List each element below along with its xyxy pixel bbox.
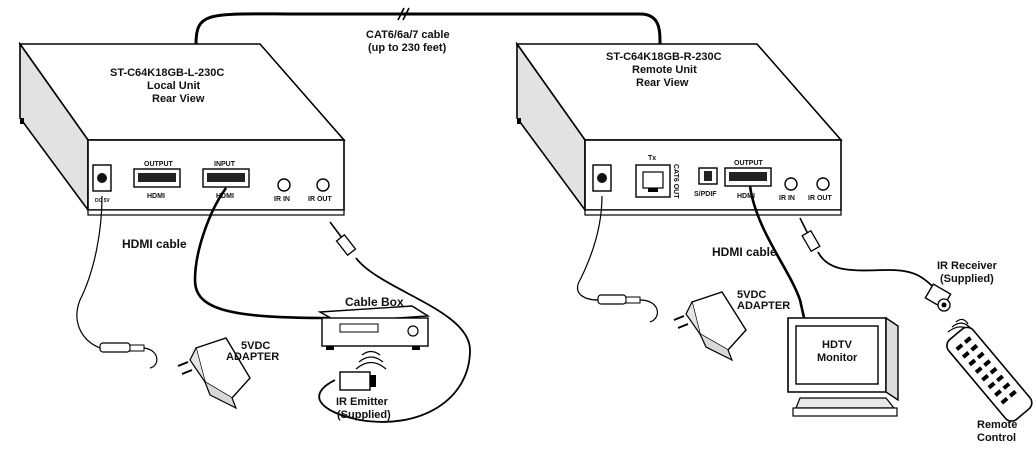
remote-power-cable	[577, 195, 603, 301]
hdtv-monitor-icon	[787, 316, 899, 417]
local-input-top: INPUT	[214, 161, 236, 168]
local-ir-out-label: IR OUT	[308, 196, 332, 203]
remote-ir-out-port-icon	[816, 177, 830, 191]
remote-unit	[515, 41, 843, 216]
local-power-adapter-icon	[177, 337, 251, 410]
remote-tx-label: Tx	[648, 155, 656, 162]
remote-control-icon	[946, 326, 1033, 422]
remote-model: ST-C64K18GB-R-230C	[606, 51, 722, 63]
local-hdmi-input-port-icon	[202, 168, 250, 188]
ir-emitter-icon	[339, 371, 376, 391]
cable-box-icon	[317, 305, 431, 350]
ir-emitter-line1: IR Emitter	[336, 396, 389, 408]
local-output-top: OUTPUT	[144, 161, 174, 168]
cable-break-icon	[397, 7, 410, 21]
local-name: Local Unit	[147, 80, 201, 92]
local-dc-label: DC 5V	[95, 198, 110, 204]
ir-receiver-line2: (Supplied)	[940, 273, 994, 285]
remote-hdmi-output-port-icon	[724, 167, 772, 187]
remote-control-line1: Remote	[977, 419, 1017, 431]
remote-hdmi-cable	[748, 185, 807, 323]
remote-power-adapter-icon	[673, 291, 747, 362]
local-input-bottom: HDMI	[216, 193, 234, 200]
local-unit	[18, 41, 346, 216]
cable-label-line1: CAT6/6a/7 cable	[366, 29, 450, 41]
local-adapter-line2: ADAPTER	[226, 351, 279, 363]
remote-ir-receiver-cable	[817, 251, 937, 291]
remote-spdif-port-icon	[698, 167, 718, 185]
remote-ir-in-port-icon	[784, 177, 798, 191]
local-ir-out-port-icon	[316, 178, 330, 192]
ir-emitter-line2: (Supplied)	[337, 409, 391, 421]
local-dc-plug-icon	[99, 342, 145, 353]
local-model: ST-C64K18GB-L-230C	[110, 67, 224, 79]
remote-output-bottom: HDMI	[737, 193, 755, 200]
remote-adapter-line2: ADAPTER	[737, 300, 790, 312]
remote-cat6-out-label: CAT6 OUT	[672, 164, 679, 199]
remote-output-top: OUTPUT	[734, 160, 764, 167]
ir-signal-icon	[355, 350, 387, 370]
cable-label-line2: (up to 230 feet)	[368, 42, 447, 54]
remote-name: Remote Unit	[632, 64, 697, 76]
local-hdmi-output-port-icon	[133, 168, 181, 188]
local-output-bottom: HDMI	[147, 193, 165, 200]
local-ir-plug-icon	[329, 221, 357, 257]
remote-adapter-line1: 5VDC	[737, 289, 766, 301]
remote-ir-in-label: IR IN	[779, 195, 795, 202]
monitor-line2: Monitor	[817, 352, 858, 364]
local-adapter-line1: 5VDC	[241, 340, 270, 352]
remote-cat6-port-icon	[635, 164, 671, 198]
monitor-line1: HDTV	[822, 339, 853, 351]
remote-hdmi-cable-label: HDMI cable	[712, 245, 777, 259]
cable-box-label: Cable Box	[345, 295, 404, 309]
local-ir-in-label: IR IN	[274, 196, 290, 203]
local-ir-emitter-cable	[318, 257, 471, 423]
local-view: Rear View	[152, 93, 205, 105]
remote-ir-out-label: IR OUT	[808, 195, 832, 202]
ir-receiver-line1: IR Receiver	[937, 260, 998, 272]
cat6-cable	[194, 12, 662, 45]
local-hdmi-cable-label: HDMI cable	[122, 237, 187, 251]
local-power-cable	[76, 195, 103, 349]
local-hdmi-cable	[193, 187, 331, 320]
remote-ir-plug-icon	[799, 217, 821, 253]
remote-dc-plug-icon	[597, 294, 641, 305]
local-dc-port-icon	[92, 164, 112, 192]
ir-receiver-icon	[924, 283, 952, 312]
remote-view: Rear View	[636, 77, 689, 89]
remote-spdif-label: S/PDIF	[694, 191, 717, 198]
remote-dc-port-icon	[592, 164, 612, 192]
remote-control-line2: Control	[977, 432, 1016, 444]
local-ir-in-port-icon	[277, 178, 291, 192]
